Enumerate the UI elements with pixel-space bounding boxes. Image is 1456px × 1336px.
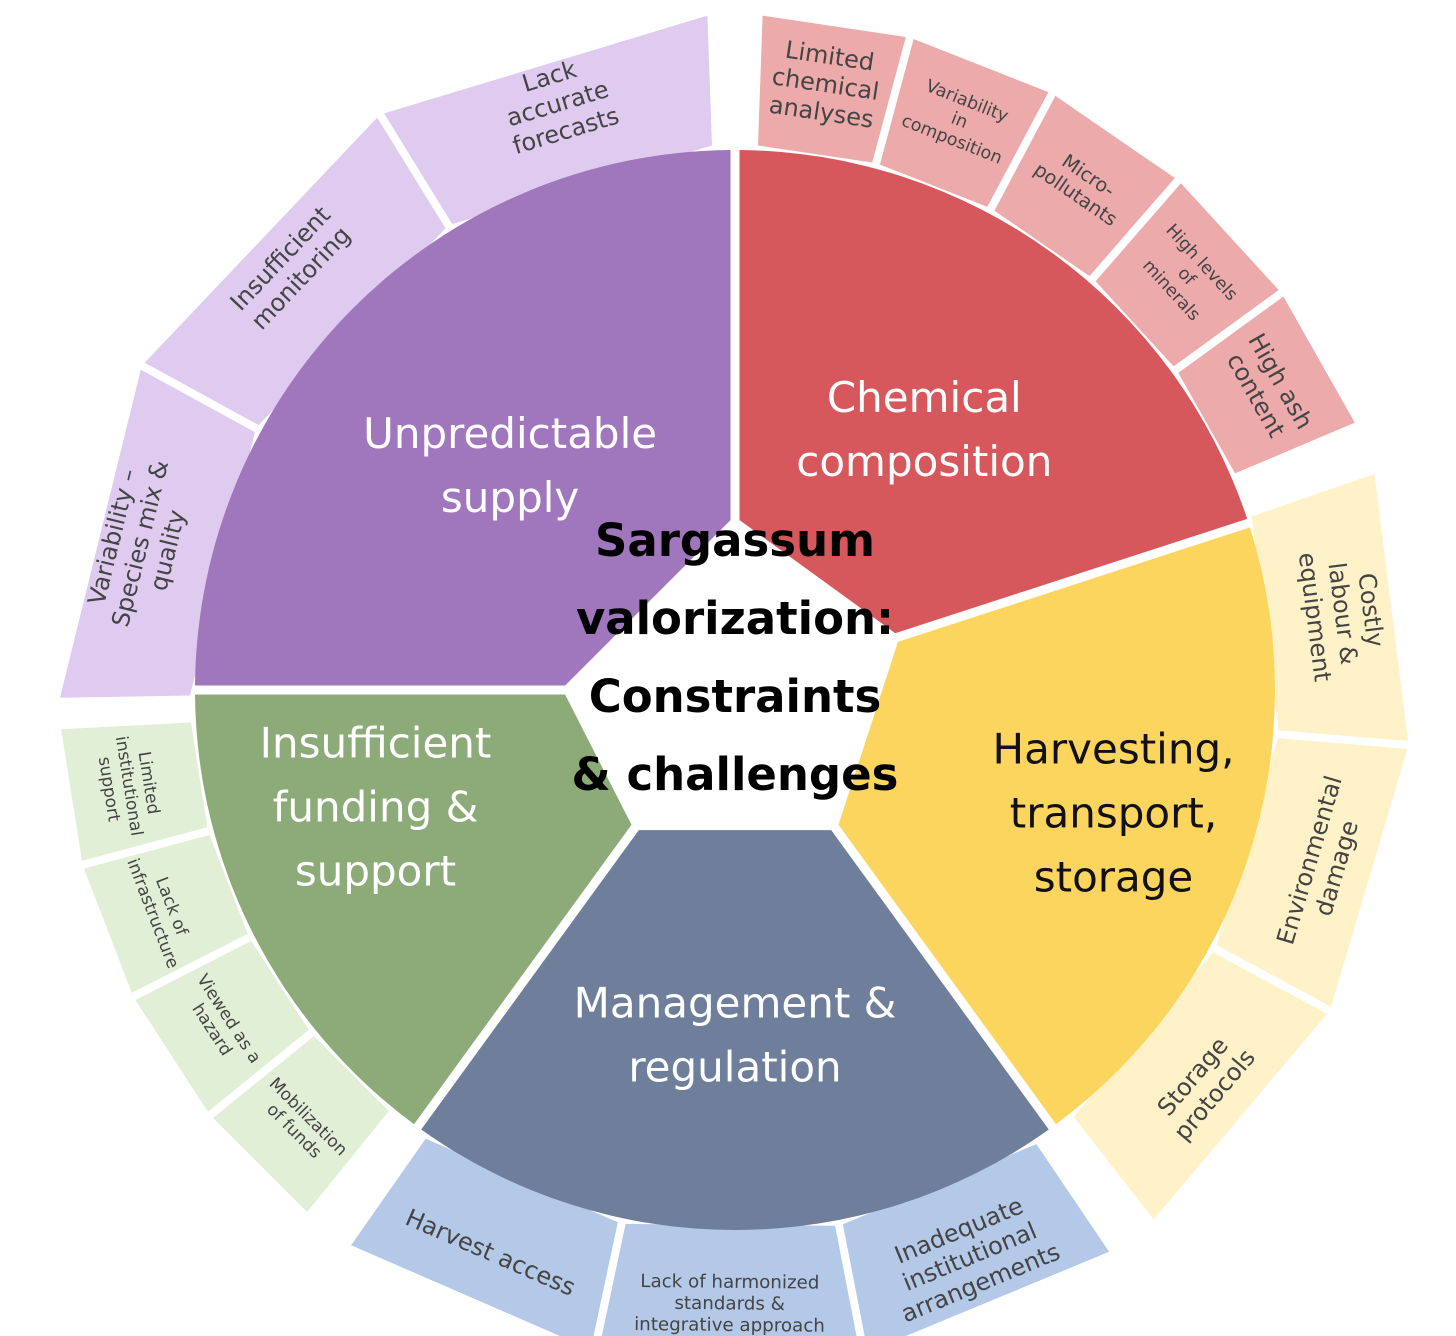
outer-label-harvesting-1: Costlylabour &equipment [1293,544,1393,683]
outer-label-chemical-1: Limitedchemicalanalyses [766,34,885,134]
category-label-chemical-line: composition [796,437,1052,486]
category-label-management-line: Management & [574,979,897,1028]
outer-segment-harvesting-3 [1073,952,1328,1220]
outer-segment-management-3 [351,1138,618,1336]
category-label-funding-line: funding & [273,783,479,832]
inner-ring: Unpredictable supply Chemical compositionHa… [195,150,1275,1231]
category-label-funding-line: support [295,847,456,896]
outer-segment-management-2 [601,1223,857,1336]
center-title-line: Constraints [589,670,882,723]
outer-label-management-2-line: Lack of harmonized [640,1271,819,1294]
category-label-harvesting-line: transport, [1010,789,1217,838]
category-label-harvesting-line: storage [1034,853,1194,902]
outer-segment-management-1 [842,1144,1110,1336]
category-label-chemical-line: Chemical [827,373,1022,422]
outer-label-chemical-2-line: in [948,109,970,133]
center-title-line: valorization: [576,592,894,645]
category-label-funding: Insufficient funding & support [260,719,492,896]
outer-ring: Variability –Species mix &qualityInsuffi… [60,15,1409,1336]
outer-segment-supply-3 [384,15,712,225]
center: Sargassum valorization: Constraints & chall… [572,514,899,801]
outer-segment-chemical-4 [1095,183,1279,367]
outer-segment-chemical-3 [994,95,1175,277]
category-label-funding-line: Insufficient [260,719,492,768]
category-sector-management [421,830,1049,1231]
outer-segment-funding-1 [213,1036,389,1212]
category-label-supply-line: Unpredictable [363,409,657,458]
outer-segment-funding-3 [84,834,248,993]
category-label-management: Management & regulation [574,979,897,1092]
category-label-supply: Unpredictable supply [363,409,657,522]
category-label-management-line: regulation [628,1043,841,1092]
center-title: Sargassum valorization: Constraints & chall… [572,514,899,801]
outer-segment-supply-2 [144,117,446,426]
category-label-harvesting: Harvesting, transport, storage [993,725,1235,902]
category-sector-chemical [739,150,1248,634]
category-sector-funding [195,694,632,1125]
outer-segment-harvesting-2 [1216,738,1408,1007]
center-title-line: & challenges [572,748,899,801]
category-label-harvesting-line: Harvesting, [993,725,1235,774]
outer-segment-funding-2 [135,941,309,1112]
outer-segment-harvesting-1 [1251,474,1409,741]
outer-segment-chemical-2 [879,39,1049,207]
category-label-supply-line: supply [441,473,579,522]
outer-label-management-2-line: integrative approach [634,1314,825,1336]
outer-label-management-2-line: standards & [674,1293,785,1315]
category-label-chemical: Chemical composition [796,373,1052,486]
outer-segment-funding-4 [61,722,208,861]
center-title-line: Sargassum [595,514,875,567]
category-sector-harvesting [838,527,1275,1125]
outer-segment-chemical-1 [758,15,906,163]
outer-segment-chemical-5 [1178,296,1355,474]
category-sector-supply [195,150,731,686]
